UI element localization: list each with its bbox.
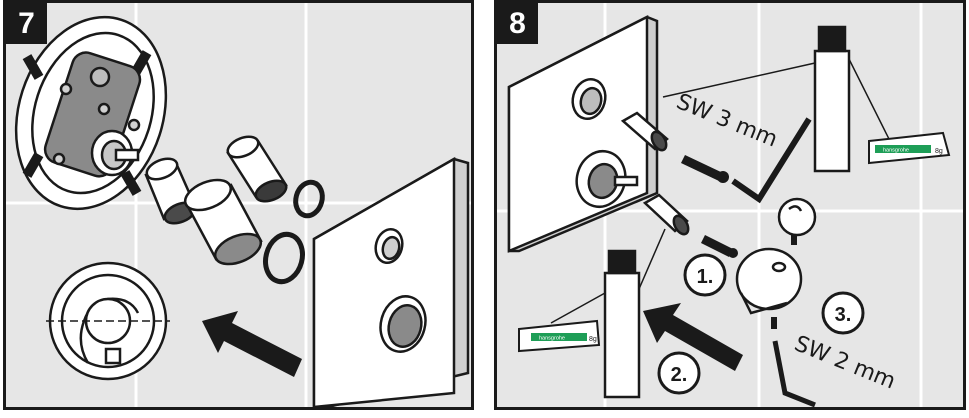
step-7-illustration bbox=[6, 3, 471, 407]
substep-1-label: 1. bbox=[697, 266, 714, 288]
wall-box bbox=[14, 15, 168, 211]
step-8-badge: 8 bbox=[497, 3, 538, 44]
direction-arrow bbox=[202, 311, 302, 377]
wrench-size-label-3mm: SW 3 mm bbox=[673, 89, 781, 152]
screw-lower bbox=[701, 235, 738, 258]
extension-upper bbox=[620, 111, 669, 152]
grease-tube-lower bbox=[550, 228, 666, 399]
screw-upper bbox=[681, 155, 729, 183]
o-ring-large bbox=[263, 231, 305, 285]
step-7-badge: 7 bbox=[6, 3, 47, 44]
trim-plate bbox=[312, 156, 470, 407]
step-7-panel: 7 bbox=[3, 0, 474, 410]
step-8-panel: 8 bbox=[494, 0, 966, 410]
substep-2: 2. bbox=[657, 351, 701, 395]
substep-3-label: 3. bbox=[835, 304, 852, 326]
hex-key-small bbox=[772, 340, 816, 407]
o-ring-small bbox=[293, 179, 325, 219]
hex-key-large bbox=[731, 117, 812, 204]
sleeve-large bbox=[183, 178, 263, 266]
substep-2-label: 2. bbox=[671, 364, 688, 386]
mounted-trim-plate bbox=[507, 14, 659, 253]
substep-1: 1. bbox=[683, 253, 727, 297]
handle-set-screw bbox=[771, 317, 777, 329]
substep-3: 3. bbox=[821, 291, 865, 335]
sleeve-upper bbox=[226, 135, 288, 203]
insert-detail bbox=[46, 261, 170, 381]
extension-lower bbox=[642, 193, 690, 236]
grease-size-upper: 8g bbox=[935, 148, 943, 155]
step-8-illustration: hansgrohe 8g hansgrohe 8g bbox=[497, 3, 963, 407]
wrench-size-label-2mm: SW 2 mm bbox=[791, 331, 899, 394]
direction-arrow bbox=[643, 303, 743, 371]
handle bbox=[735, 247, 803, 315]
grease-tube-right: hansgrohe 8g bbox=[868, 131, 951, 165]
grease-brand-upper: hansgrohe bbox=[883, 148, 909, 154]
grease-size-lower: 8g bbox=[589, 336, 597, 343]
set-screw bbox=[791, 235, 797, 245]
grease-tube-left: hansgrohe 8g bbox=[518, 319, 601, 353]
handle-cap bbox=[777, 197, 817, 237]
grease-brand-lower: hansgrohe bbox=[539, 336, 565, 342]
grease-tube-upper bbox=[662, 25, 892, 173]
